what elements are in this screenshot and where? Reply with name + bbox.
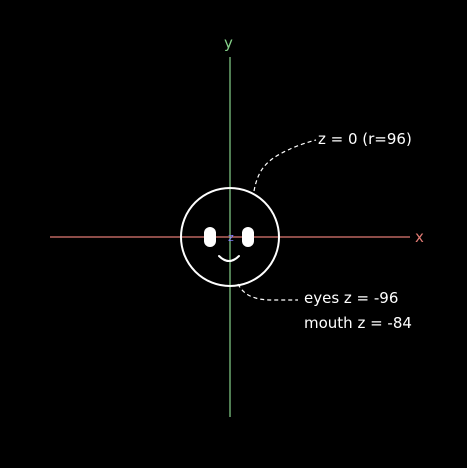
eyes-leader-line xyxy=(237,283,298,301)
eyes-annotation: eyes z = -96 xyxy=(304,289,398,307)
sphere-leader-line xyxy=(253,139,317,192)
y-axis-label: y xyxy=(224,34,233,52)
face-circle xyxy=(180,187,280,287)
right-eye xyxy=(242,227,254,247)
sphere-annotation: z = 0 (r=96) xyxy=(318,130,412,148)
x-axis-label: x xyxy=(415,228,424,246)
left-eye xyxy=(204,227,216,247)
mouth-arc xyxy=(218,255,240,262)
mouth-annotation: mouth z = -84 xyxy=(304,314,412,332)
z-axis-label: z xyxy=(228,231,234,244)
